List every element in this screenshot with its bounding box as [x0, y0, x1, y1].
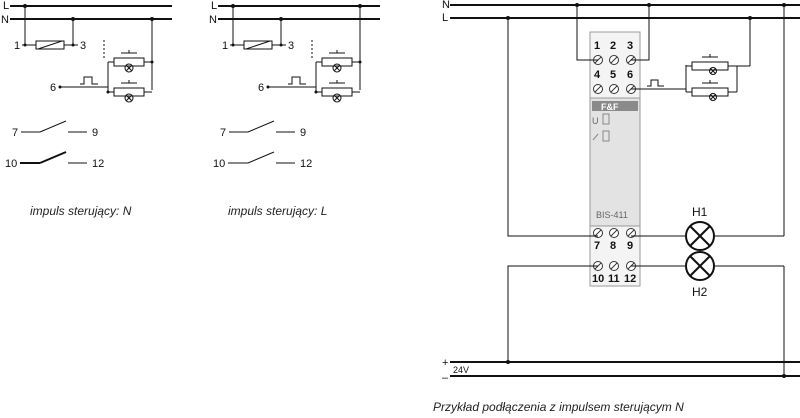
- middle-schematic: L N 1 3 6: [209, 0, 380, 218]
- relay-term-12: 12: [624, 273, 636, 285]
- right-caption: Przykład podłączenia z impulsem sterując…: [433, 400, 684, 414]
- left-c9: 9: [92, 127, 98, 139]
- mid-c10: 10: [213, 158, 225, 170]
- left-c12: 12: [92, 158, 104, 170]
- mid-rail-l-label: L: [211, 0, 217, 12]
- relay-term-10: 10: [592, 273, 604, 285]
- brand-logo-text: F&F: [601, 102, 619, 112]
- right-rail-n-label: N: [442, 0, 450, 11]
- relay-term-1: 1: [594, 40, 600, 52]
- lamp-h1-label: H1: [692, 205, 708, 219]
- u-led: [602, 113, 610, 125]
- mid-rail-n-label: N: [209, 14, 217, 26]
- supply-minus-label: –: [442, 372, 449, 384]
- mid-c9: 9: [300, 127, 306, 139]
- relay-screw-row-4: [593, 261, 636, 271]
- relay-term-3: 3: [627, 40, 633, 52]
- relay-term-4: 4: [594, 69, 601, 81]
- left-caption: impuls sterujący: N: [30, 204, 132, 218]
- relay-term-2: 2: [610, 40, 616, 52]
- relay-term-11: 11: [608, 273, 620, 285]
- relay-term-5: 5: [610, 69, 616, 81]
- lamp-h2-label: H2: [692, 285, 708, 299]
- mid-term-6: 6: [258, 82, 264, 94]
- supply-plus-label: +: [442, 357, 448, 369]
- relay-output-icon: [592, 133, 599, 141]
- relay-screw-row-3: [593, 228, 636, 238]
- relay-led: [602, 130, 610, 142]
- left-term-6: 6: [50, 82, 56, 94]
- mid-c12: 12: [300, 158, 312, 170]
- u-indicator-label: U: [592, 116, 599, 126]
- left-c10: 10: [5, 158, 17, 170]
- mid-term-3: 3: [288, 40, 294, 52]
- right-rail-l-label: L: [442, 12, 448, 24]
- mid-caption: impuls sterujący: L: [228, 204, 327, 218]
- relay-term-8: 8: [610, 240, 616, 252]
- supply-voltage: 24V: [453, 365, 469, 375]
- relay-term-6: 6: [627, 69, 633, 81]
- left-term-1: 1: [14, 40, 20, 52]
- left-c7: 7: [12, 127, 18, 139]
- relay-screw-row-2: [593, 84, 636, 94]
- relay-term-7: 7: [594, 240, 600, 252]
- relay-term-9: 9: [627, 240, 633, 252]
- left-term-3: 3: [80, 40, 86, 52]
- left-rail-l-label: L: [3, 0, 9, 12]
- mid-term-1: 1: [222, 40, 228, 52]
- device-model: BIS-411: [596, 210, 628, 220]
- right-schematic: N L 1 2 3 4 5 6 F&F U BIS-411: [433, 0, 800, 414]
- left-rail-n-label: N: [1, 14, 9, 26]
- brand-logo: [592, 101, 638, 111]
- mid-c7: 7: [220, 127, 226, 139]
- left-schematic: L N 1 3 6: [1, 0, 172, 218]
- relay-screw-row-1: [593, 55, 636, 65]
